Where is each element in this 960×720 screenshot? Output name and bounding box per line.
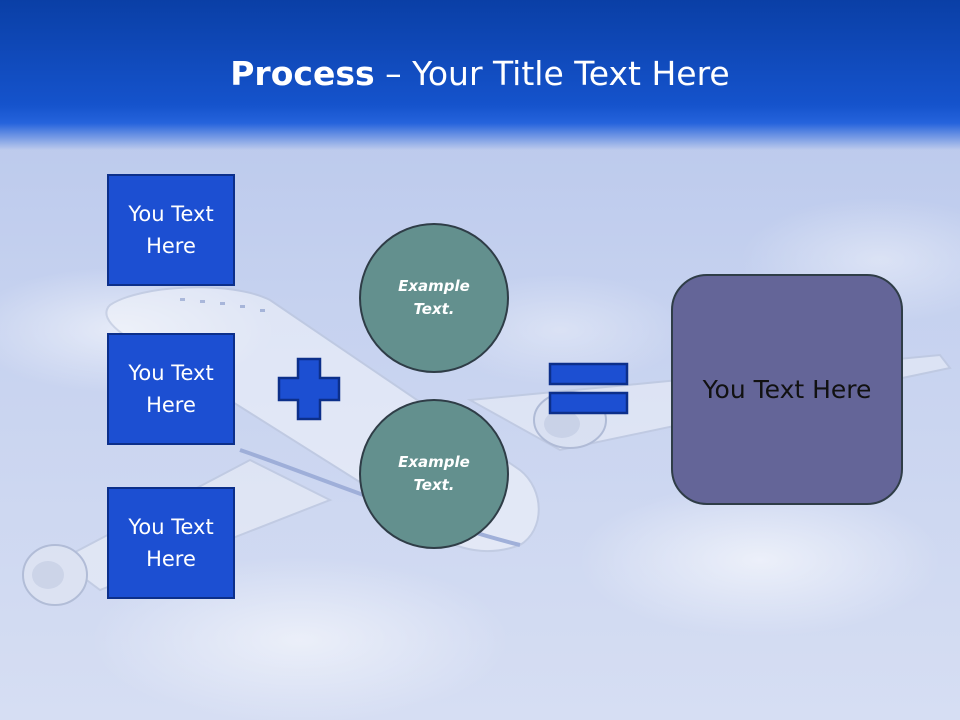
result-box[interactable]: You Text Here (671, 274, 903, 505)
title-bold: Process (230, 54, 375, 93)
box-text-line1: You Text (128, 361, 214, 385)
title-rest: – Your Title Text Here (374, 54, 730, 93)
circle-text-line2: Text. (413, 300, 455, 318)
circle-text-line1: Example (398, 453, 470, 471)
box-text-line2: Here (146, 393, 196, 417)
box-text-line2: Here (146, 234, 196, 258)
box-text-line2: Here (146, 547, 196, 571)
example-circle-1[interactable]: Example Text. (359, 223, 509, 373)
example-circle-2[interactable]: Example Text. (359, 399, 509, 549)
result-text: You Text Here (702, 375, 872, 404)
input-box-1[interactable]: You Text Here (107, 174, 235, 286)
page-title: Process – Your Title Text Here (0, 52, 960, 96)
plus-icon (277, 357, 341, 421)
circle-text-line2: Text. (413, 476, 455, 494)
title-bar: Process – Your Title Text Here (0, 0, 960, 150)
circle-text-line1: Example (398, 277, 470, 295)
box-text-line1: You Text (128, 515, 214, 539)
input-box-3[interactable]: You Text Here (107, 487, 235, 599)
box-text-line1: You Text (128, 202, 214, 226)
equals-icon (548, 362, 629, 415)
input-box-2[interactable]: You Text Here (107, 333, 235, 445)
